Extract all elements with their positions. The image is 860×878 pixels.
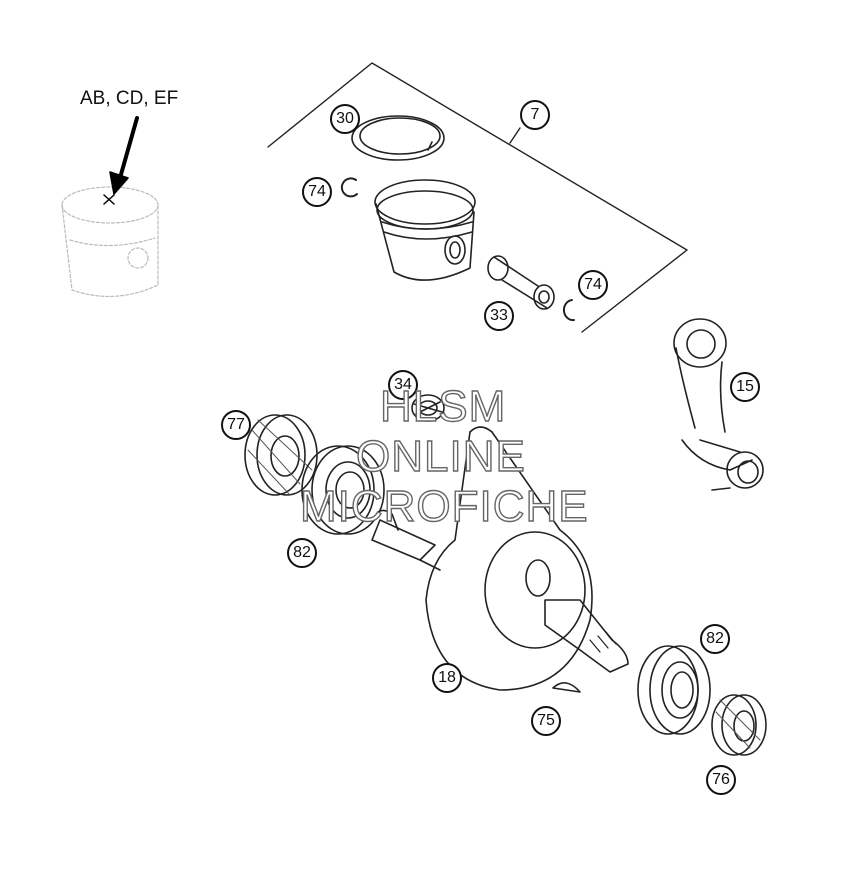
watermark-line-3: MICROFICHE: [299, 481, 589, 531]
arrow-head: [109, 171, 129, 195]
circlip-bottom-part: [563, 299, 575, 322]
seal-right-part: [711, 694, 767, 756]
needle-bearing-part: [411, 394, 445, 422]
callout-82-right[interactable]: 82: [700, 624, 730, 654]
marking-label: AB, CD, EF: [80, 88, 179, 109]
callout-74-top[interactable]: 74: [302, 177, 332, 207]
piston-pin-part: [487, 255, 555, 310]
circlip-top-part: [340, 177, 358, 198]
callout-7[interactable]: 7: [520, 100, 550, 130]
callout-74-bottom[interactable]: 74: [578, 270, 608, 300]
piston-ring-part: [351, 115, 445, 161]
callout-34[interactable]: 34: [388, 370, 418, 400]
piston-part: [374, 179, 476, 281]
crankshaft-part: [371, 426, 629, 691]
callout-15[interactable]: 15: [730, 372, 760, 402]
watermark-line-2: ONLINE: [355, 431, 526, 481]
callout-75[interactable]: 75: [531, 706, 561, 736]
callout-77[interactable]: 77: [221, 410, 251, 440]
piston-kit-frame: [267, 62, 688, 333]
marking-arrow: [118, 116, 139, 180]
x-mark: [103, 194, 115, 205]
connecting-rod-part: [673, 318, 764, 491]
callout-76[interactable]: 76: [706, 765, 736, 795]
callout-82-left[interactable]: 82: [287, 538, 317, 568]
bearing-left-part: [301, 445, 385, 535]
bearing-right-part: [637, 645, 711, 735]
woodruff-key-part: [552, 682, 581, 693]
watermark-line-1: HLSM: [379, 381, 507, 431]
callout-33[interactable]: 33: [484, 301, 514, 331]
piston-marking-sketch: [61, 186, 159, 297]
callout-18[interactable]: 18: [432, 663, 462, 693]
kit-leader: [509, 127, 521, 144]
callout-30[interactable]: 30: [330, 104, 360, 134]
